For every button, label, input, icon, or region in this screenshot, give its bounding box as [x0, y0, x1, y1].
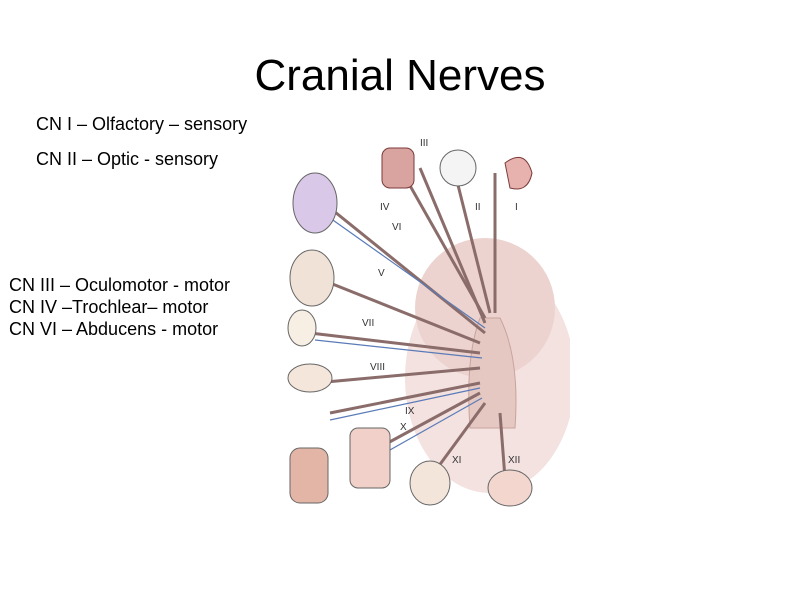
label-II: II	[475, 202, 481, 213]
bullet-cn-i: CN I – Olfactory – sensory	[36, 114, 248, 134]
slide-title: Cranial Nerves	[254, 51, 546, 100]
label-IV: IV	[380, 202, 390, 213]
label-XI: XI	[452, 455, 461, 466]
organ-sketches	[287, 147, 533, 507]
bullet-cn-ii: CN II – Optic - sensory	[36, 149, 219, 169]
label-III: III	[420, 138, 428, 149]
motor-nerves-list: CN III – Oculomotor - motor CN IV –Troch…	[9, 274, 230, 340]
label-VII: VII	[362, 318, 374, 329]
brain-base-shape	[415, 238, 555, 378]
label-IX: IX	[405, 406, 415, 417]
label-XII: XII	[508, 455, 520, 466]
bullet-cn-vi: CN VI – Abducens - motor	[9, 319, 219, 339]
nerve-fibers	[309, 167, 507, 479]
label-VI: VI	[392, 222, 401, 233]
label-I: I	[515, 202, 518, 213]
cranial-nerves-illustration: III IV II I VI V VII VIII IX X XI XII	[270, 128, 570, 518]
bullet-cn-iv: CN IV –Trochlear– motor	[9, 297, 209, 317]
label-V: V	[378, 268, 385, 279]
bullet-cn-iii: CN III – Oculomotor - motor	[9, 275, 231, 295]
label-VIII: VIII	[370, 362, 385, 373]
label-X: X	[400, 422, 407, 433]
